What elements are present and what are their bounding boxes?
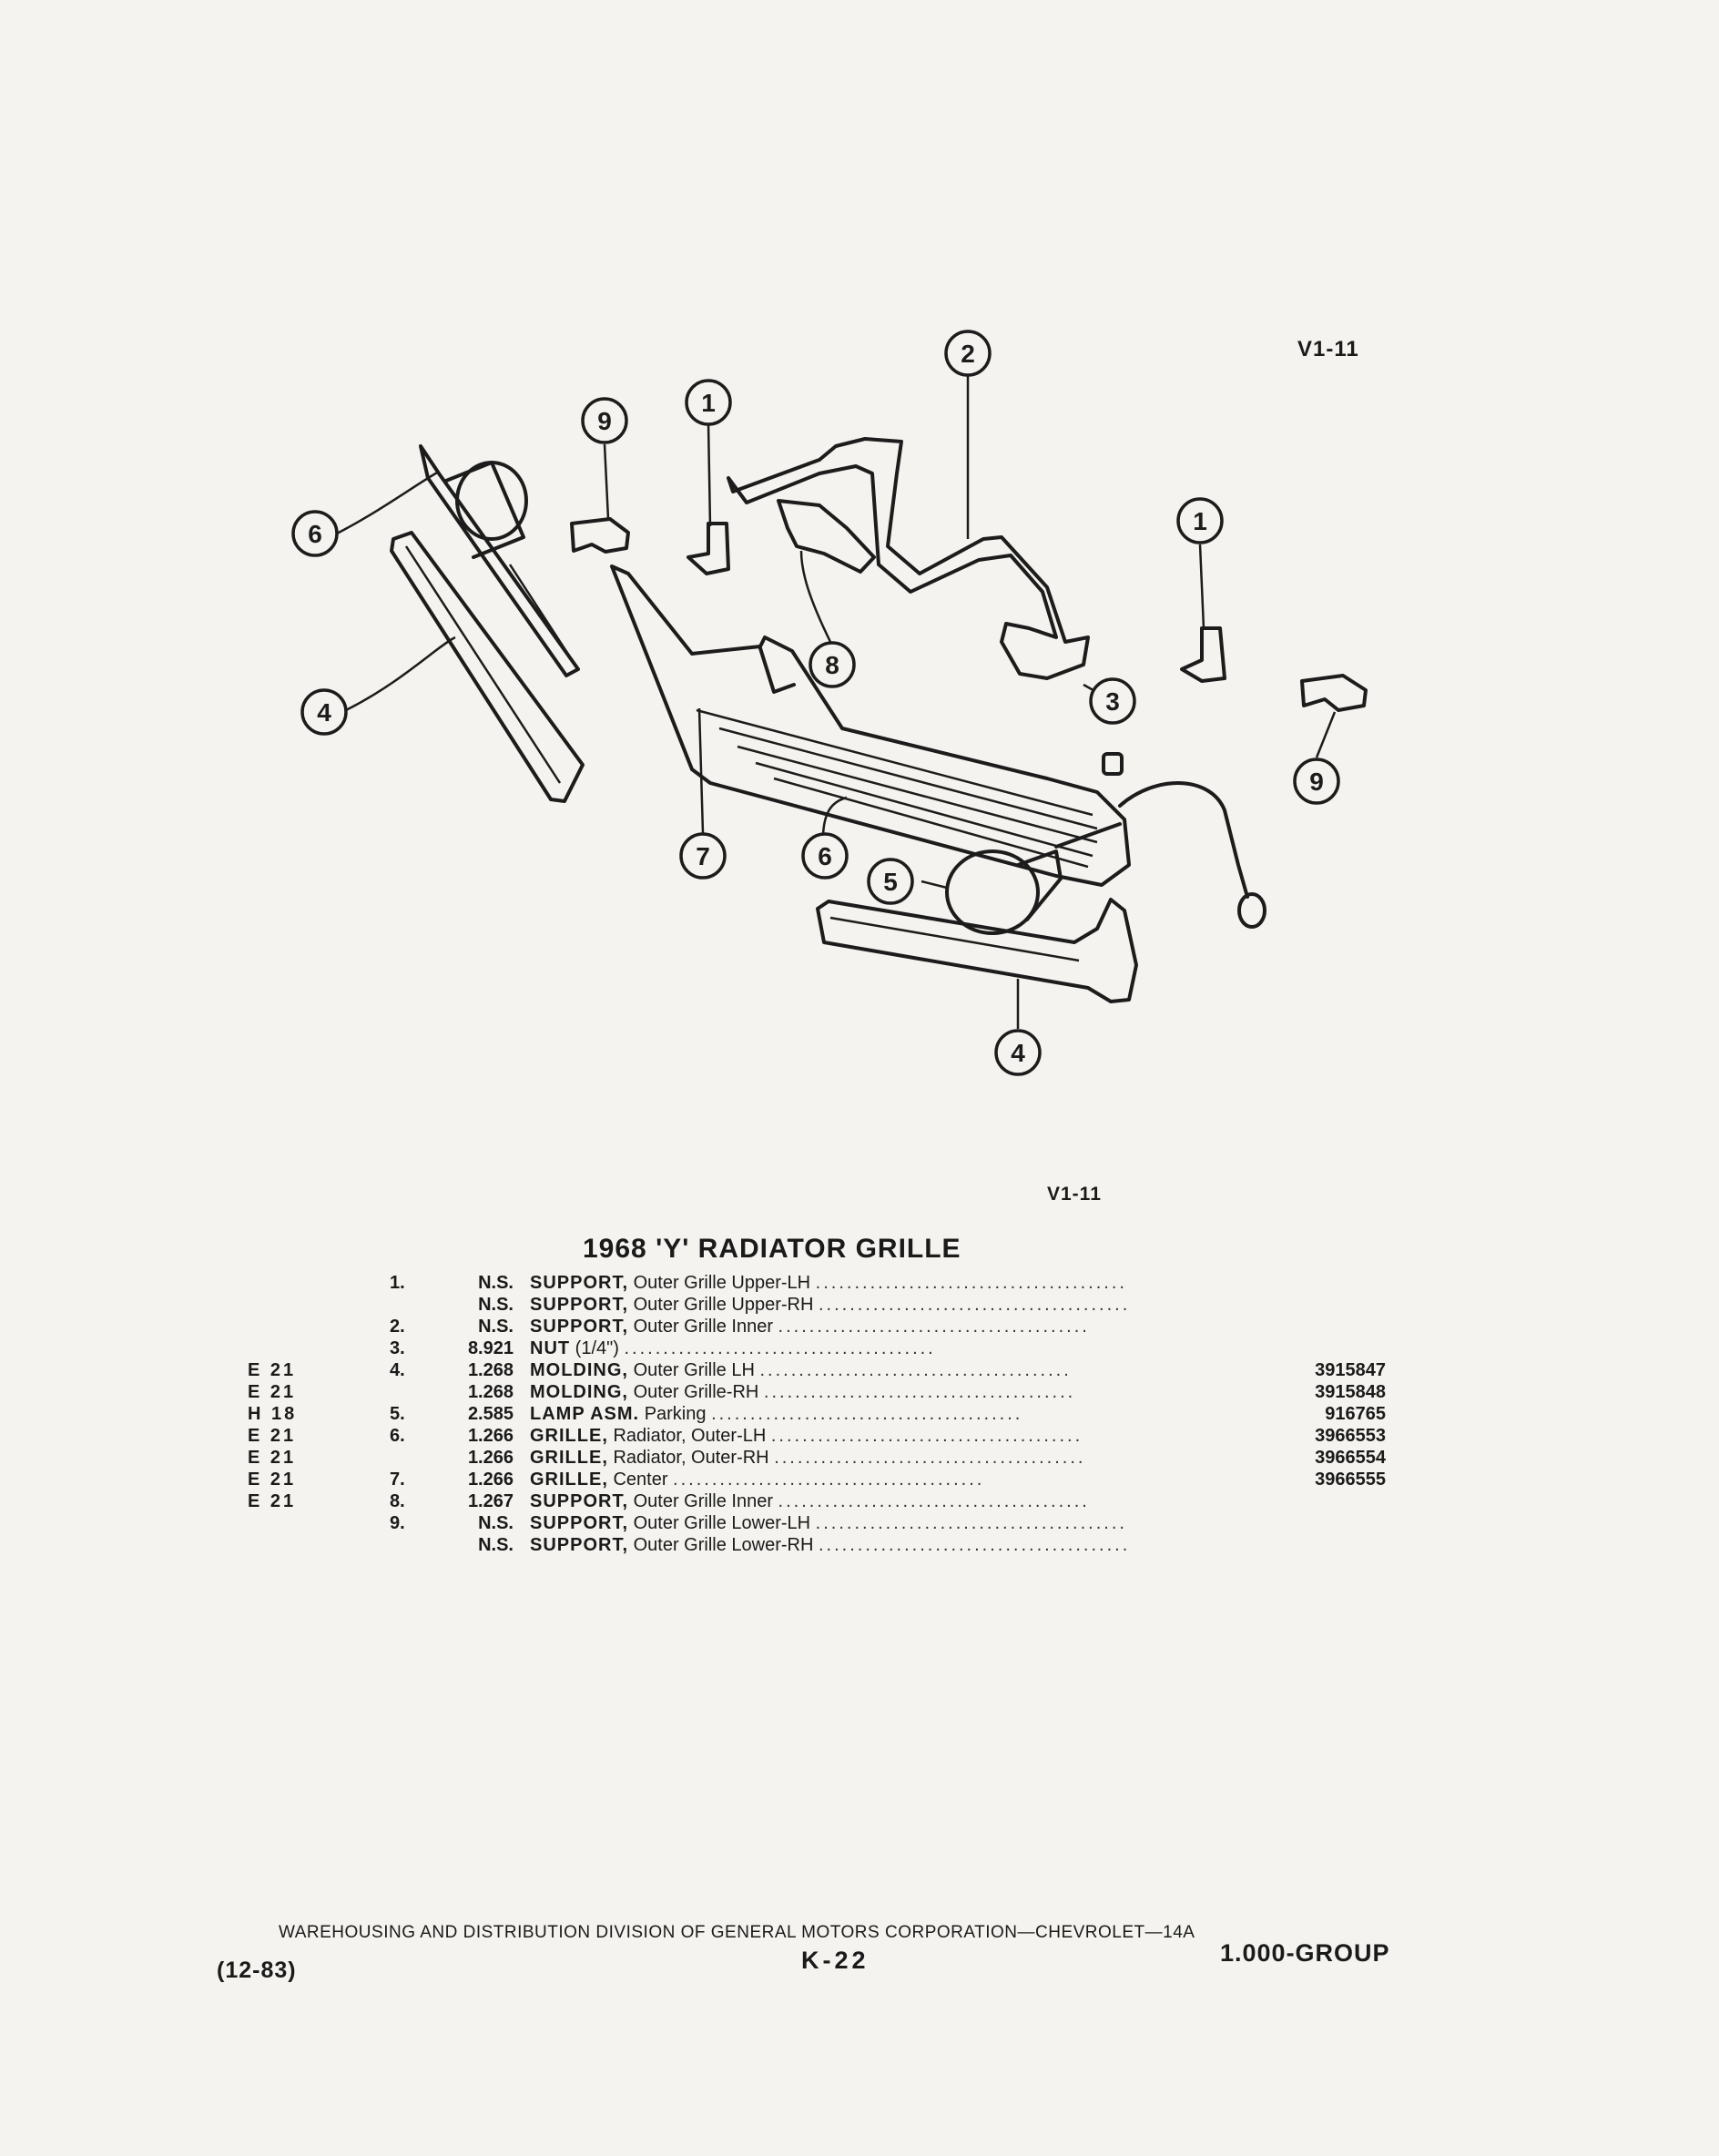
lower-support-rh-drawing	[1300, 674, 1368, 712]
upper-support-rh-drawing	[1180, 626, 1226, 683]
callout-4-right: 4	[1011, 1039, 1025, 1067]
molding-lh-drawing	[390, 531, 585, 803]
parts-row: 1.N.S.SUPPORT, Outer Grille Upper-LH ...…	[390, 1273, 1127, 1293]
callout-1-left: 1	[701, 389, 716, 417]
callout-6-center: 6	[818, 842, 832, 870]
callout-8: 8	[825, 651, 839, 679]
molding-rh-drawing	[816, 898, 1138, 1003]
outer-grille-lh-drawing	[419, 444, 580, 677]
parking-lamp-drawing	[945, 781, 1266, 935]
parts-row: 2.N.S.SUPPORT, Outer Grille Inner ......…	[390, 1317, 1090, 1337]
parts-row: N.S.SUPPORT, Outer Grille Lower-RH .....…	[478, 1535, 1131, 1555]
callout-9-right: 9	[1309, 768, 1324, 796]
callout-2: 2	[961, 340, 975, 368]
footer-group: 1.000-GROUP	[1220, 1939, 1390, 1967]
callout-6-left: 6	[308, 520, 322, 548]
footer-page-number: K-22	[801, 1947, 870, 1974]
callout-5: 5	[883, 868, 898, 896]
parts-row: 9.N.S.SUPPORT, Outer Grille Lower-LH ...…	[390, 1513, 1127, 1533]
nut-drawing	[1102, 752, 1124, 776]
figure-ref-bottom: V1-11	[1047, 1184, 1102, 1205]
lower-support-lh-drawing	[570, 517, 630, 554]
parts-row: N.S.SUPPORT, Outer Grille Upper-RH .....…	[478, 1295, 1131, 1315]
leader-lines	[336, 373, 1337, 1029]
callout-4-left: 4	[317, 698, 331, 727]
upper-support-lh-drawing	[687, 522, 730, 575]
center-grille-drawing	[610, 564, 1131, 887]
exploded-diagram: 2 9 1 1 6 4 8 3 9 7 6 5 4	[291, 330, 1368, 1076]
callout-3: 3	[1105, 687, 1120, 716]
footer-division-line: WAREHOUSING AND DISTRIBUTION DIVISION OF…	[279, 1923, 1195, 1942]
callouts: 2 9 1 1 6 4 8 3 9 7 6 5 4	[291, 330, 1340, 1076]
parts-list-title: 1968 'Y' RADIATOR GRILLE	[583, 1234, 961, 1264]
footer-date: (12-83)	[217, 1958, 297, 1983]
inner-support-8-drawing	[777, 499, 876, 574]
callout-9-left: 9	[597, 407, 612, 435]
callout-7: 7	[696, 842, 710, 870]
inner-support-drawing	[727, 437, 1090, 680]
callout-1-right: 1	[1193, 507, 1207, 535]
figure-ref-top: V1-11	[1297, 337, 1359, 361]
